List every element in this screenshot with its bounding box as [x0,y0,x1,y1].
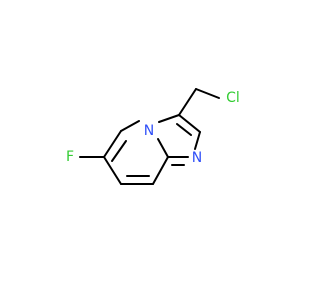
bond-c6-c7 [103,156,122,185]
bond-c5-n4 [120,120,140,132]
molecule-canvas: F Cl N N [65,88,240,185]
bond-ch2-cl [195,88,220,99]
atom-labels: F Cl N N [66,90,240,166]
atom-label-chlorine: Cl [226,90,240,106]
bond-c2-c3-inner [176,123,192,136]
bond-c5-c6 [103,130,122,158]
bond-c3-ch2 [178,88,197,116]
atom-label-fluorine: F [66,149,74,165]
bond-n1-c2 [194,131,201,150]
bond-c3-n4 [158,114,180,123]
bond-c8-c8a [152,156,169,185]
structure-diagram: F Cl N N [66,88,240,185]
atom-label-nitrogen-bridge: N [144,123,154,139]
bond-c8a-n4 [157,138,169,158]
bond-lines [79,88,220,185]
bond-c5-c6-inner [111,140,127,162]
atom-label-nitrogen-imidazole: N [192,150,202,166]
bond-c2-c3 [178,114,201,133]
